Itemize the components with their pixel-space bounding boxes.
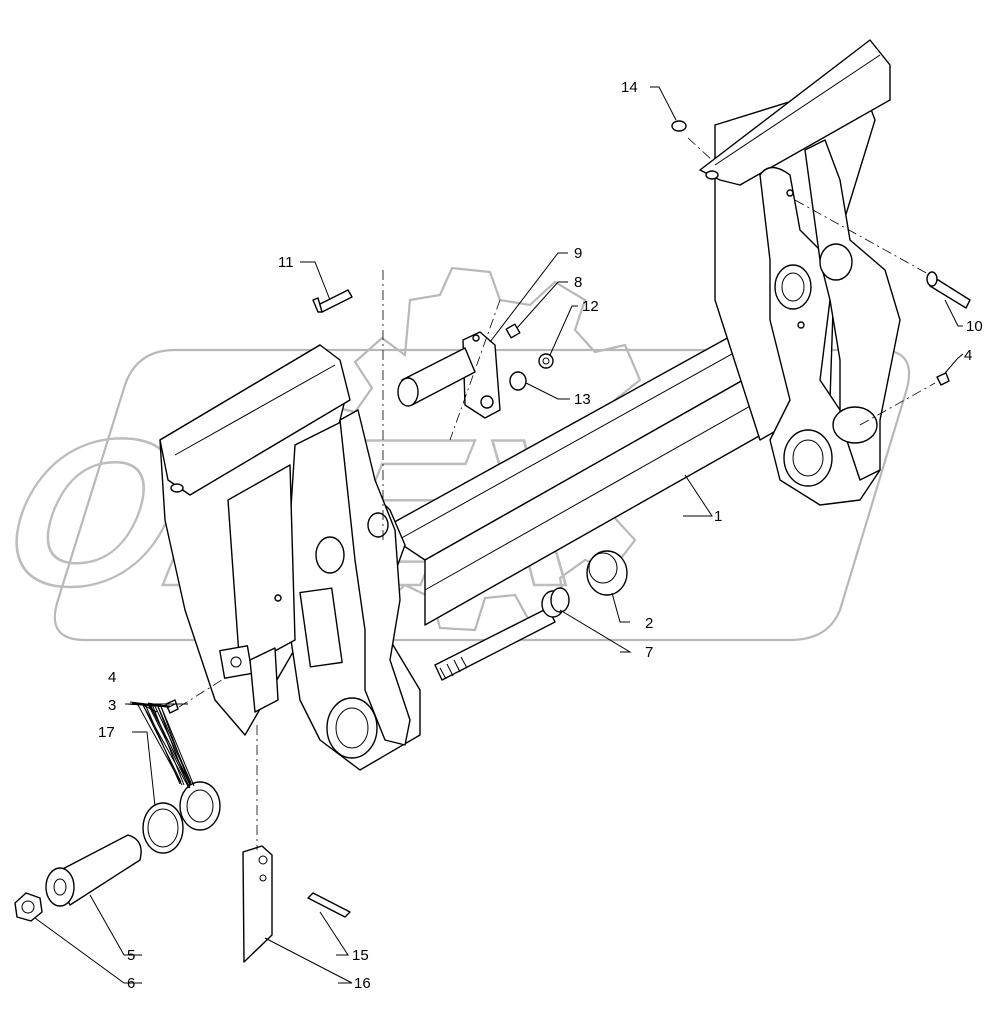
callout-2: 2	[645, 615, 653, 632]
alignment-lines	[178, 137, 936, 850]
bush-3	[179, 781, 221, 831]
callout-9: 9	[574, 245, 582, 262]
shim-17	[142, 802, 184, 854]
nut-6	[14, 892, 43, 922]
right-side-plate	[699, 39, 901, 506]
callout-1: 1	[714, 508, 722, 525]
washer-small	[538, 353, 554, 369]
grease-nipple-left	[165, 699, 179, 714]
pin-10	[926, 271, 971, 309]
right-upper-bore	[774, 264, 812, 310]
callout-10: 10	[966, 318, 983, 335]
right-lower-bore	[783, 429, 833, 487]
roll-pin-15	[307, 892, 351, 918]
callout-16: 16	[354, 975, 371, 992]
snap-ring-14	[671, 120, 687, 132]
leader-lines	[34, 86, 964, 984]
left-lower-bore	[326, 697, 378, 759]
callout-13: 13	[574, 391, 591, 408]
cone-5	[45, 834, 142, 907]
callout-5: 5	[127, 947, 135, 964]
pivot-pin-assembly	[397, 331, 501, 419]
left-upper-bore	[315, 536, 345, 574]
callout-6: 6	[127, 975, 135, 992]
callout-4-right: 4	[964, 347, 972, 364]
bolt-11	[312, 289, 353, 313]
callout-15: 15	[352, 947, 369, 964]
callout-11: 11	[278, 254, 294, 271]
callout-4-left: 4	[108, 669, 116, 686]
latch-16	[242, 845, 273, 963]
callout-3: 3	[108, 697, 116, 714]
grease-nipple-right	[936, 372, 950, 386]
callout-14: 14	[621, 79, 638, 96]
left-side-plate	[159, 344, 421, 771]
bush-ring	[586, 550, 628, 596]
watermark-banner	[53, 348, 911, 642]
callout-17: 17	[98, 724, 115, 741]
spacer-bush	[509, 371, 527, 391]
grease-nipple	[505, 323, 521, 339]
callout-8: 8	[574, 274, 582, 291]
callout-labels: 1 2 3 4 4 5 6 7 8 9 10 11 12 13 14 15 16…	[98, 79, 983, 992]
long-bolt	[434, 587, 570, 681]
callout-7: 7	[645, 644, 653, 661]
callout-12: 12	[582, 298, 599, 315]
